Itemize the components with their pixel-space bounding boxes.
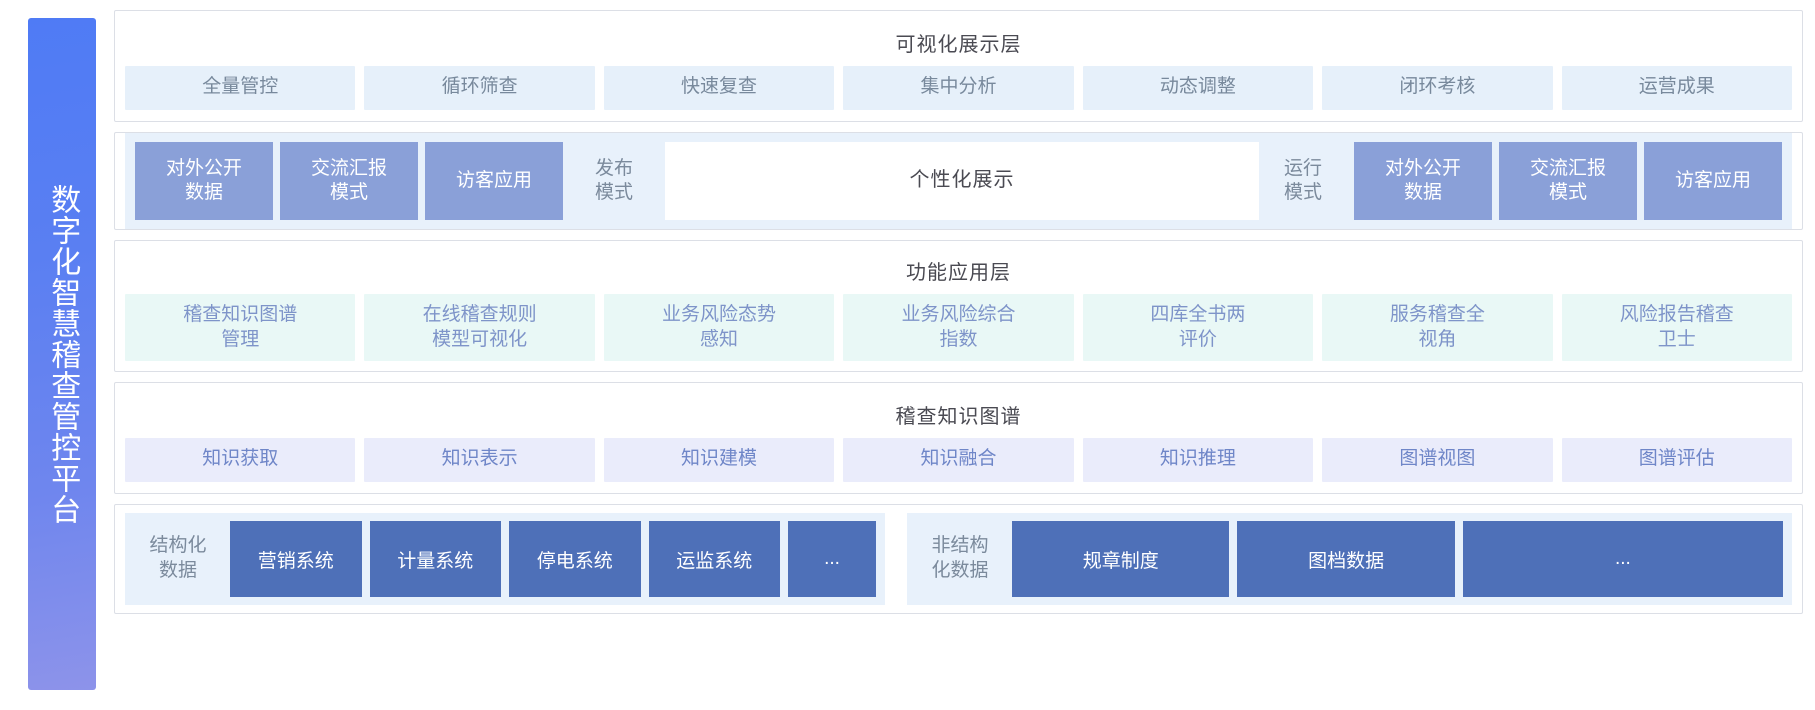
- chip-func-5[interactable]: 服务稽查全 视角: [1322, 293, 1553, 362]
- layer-visualization-chips: 全量管控 循环筛查 快速复查 集中分析 动态调整 闭环考核 运营成果: [125, 65, 1792, 110]
- layer-functional-chips: 稽查知识图谱 管理 在线稽查规则 模型可视化 业务风险态势 感知 业务风险综合 …: [125, 293, 1792, 362]
- data-group-unstructured-label: 非结构 化数据: [931, 535, 989, 581]
- chip-kg-0[interactable]: 知识获取: [125, 437, 356, 482]
- chip-data-unstructured-0[interactable]: 规章制度: [1012, 521, 1230, 597]
- chip-kg-1[interactable]: 知识表示: [364, 437, 595, 482]
- personalized-band: 对外公开 数据 交流汇报 模式 访客应用 发布 模式 个性化展示 运行 模式 对…: [125, 133, 1792, 229]
- chip-pers-left-3[interactable]: 发布 模式: [594, 157, 633, 203]
- chip-func-1[interactable]: 在线稽查规则 模型可视化: [364, 293, 595, 362]
- chip-kg-2[interactable]: 知识建模: [603, 437, 835, 482]
- chip-vis-0[interactable]: 全量管控: [125, 65, 356, 110]
- layer-visualization: 可视化展示层 全量管控 循环筛查 快速复查 集中分析 动态调整 闭环考核 运营成…: [114, 10, 1803, 122]
- layer-functional-title: 功能应用层: [906, 261, 1011, 284]
- chip-pers-left-1[interactable]: 交流汇报 模式: [280, 142, 418, 220]
- platform-title-sidebar: 数字化智慧稽查管控平台: [28, 18, 96, 690]
- chip-vis-2[interactable]: 快速复查: [603, 65, 835, 110]
- data-source-groups: 结构化 数据 营销系统 计量系统 停电系统 运监系统 ... 非结构 化数据 规…: [125, 513, 1792, 605]
- chip-data-unstructured-more[interactable]: ...: [1462, 521, 1783, 597]
- layer-knowledge-graph-chips: 知识获取 知识表示 知识建模 知识融合 知识推理 图谱视图 图谱评估: [125, 437, 1792, 482]
- chip-data-structured-1[interactable]: 计量系统: [369, 521, 501, 597]
- chip-func-3[interactable]: 业务风险综合 指数: [843, 293, 1074, 362]
- chip-data-structured-more[interactable]: ...: [788, 521, 876, 597]
- chip-pers-right-0[interactable]: 运行 模式: [1283, 157, 1322, 203]
- chip-pers-right-1[interactable]: 对外公开 数据: [1354, 142, 1492, 220]
- chip-vis-5[interactable]: 闭环考核: [1322, 65, 1553, 110]
- layer-stack: 可视化展示层 全量管控 循环筛查 快速复查 集中分析 动态调整 闭环考核 运营成…: [114, 10, 1803, 700]
- chip-pers-left-2[interactable]: 访客应用: [425, 142, 563, 220]
- chip-func-6[interactable]: 风险报告稽查 卫士: [1561, 293, 1792, 362]
- chip-data-structured-0[interactable]: 营销系统: [230, 521, 362, 597]
- layer-knowledge-graph-title: 稽查知识图谱: [895, 405, 1022, 428]
- layer-data-sources: 结构化 数据 营销系统 计量系统 停电系统 运监系统 ... 非结构 化数据 规…: [114, 504, 1803, 614]
- platform-title-text: 数字化智慧稽查管控平台: [46, 183, 80, 525]
- chip-func-0[interactable]: 稽查知识图谱 管理: [125, 293, 356, 362]
- layer-visualization-title: 可视化展示层: [895, 33, 1022, 56]
- layer-functional: 功能应用层 稽查知识图谱 管理 在线稽查规则 模型可视化 业务风险态势 感知 业…: [114, 240, 1803, 372]
- chip-func-2[interactable]: 业务风险态势 感知: [603, 293, 835, 362]
- data-group-structured: 结构化 数据 营销系统 计量系统 停电系统 运监系统 ...: [125, 513, 885, 605]
- chip-vis-6[interactable]: 运营成果: [1561, 65, 1792, 110]
- chip-pers-right-3[interactable]: 访客应用: [1644, 142, 1782, 220]
- personalized-title: 个性化展示: [665, 142, 1259, 220]
- chip-kg-3[interactable]: 知识融合: [843, 437, 1074, 482]
- chip-data-structured-3[interactable]: 运监系统: [648, 521, 780, 597]
- chip-vis-3[interactable]: 集中分析: [843, 65, 1074, 110]
- chip-kg-4[interactable]: 知识推理: [1082, 437, 1314, 482]
- chip-pers-left-0[interactable]: 对外公开 数据: [135, 142, 273, 220]
- chip-kg-5[interactable]: 图谱视图: [1322, 437, 1553, 482]
- chip-data-unstructured-1[interactable]: 图档数据: [1237, 521, 1455, 597]
- chip-kg-6[interactable]: 图谱评估: [1561, 437, 1792, 482]
- layer-personalized: 对外公开 数据 交流汇报 模式 访客应用 发布 模式 个性化展示 运行 模式 对…: [114, 132, 1803, 230]
- chip-vis-4[interactable]: 动态调整: [1082, 65, 1314, 110]
- data-group-structured-label: 结构化 数据: [149, 535, 207, 581]
- chip-data-structured-2[interactable]: 停电系统: [509, 521, 641, 597]
- chip-pers-right-2[interactable]: 交流汇报 模式: [1499, 142, 1637, 220]
- layer-knowledge-graph: 稽查知识图谱 知识获取 知识表示 知识建模 知识融合 知识推理 图谱视图 图谱评…: [114, 382, 1803, 494]
- data-group-unstructured: 非结构 化数据 规章制度 图档数据 ...: [907, 513, 1792, 605]
- chip-func-4[interactable]: 四库全书两 评价: [1082, 293, 1314, 362]
- chip-vis-1[interactable]: 循环筛查: [364, 65, 595, 110]
